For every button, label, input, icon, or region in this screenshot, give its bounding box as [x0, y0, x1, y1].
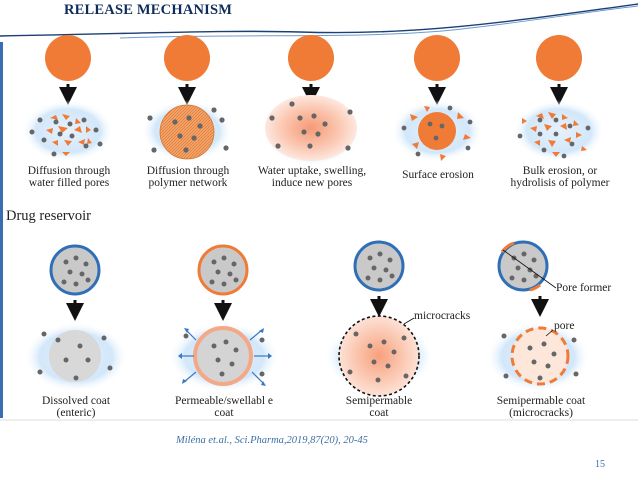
reservoir-result-1: [37, 330, 113, 382]
matrix-result-1: [46, 114, 92, 156]
reservoir-sphere-3: [353, 240, 405, 292]
matrix-result-4: [401, 105, 473, 161]
matrix-top-spheres: [45, 35, 582, 81]
reservoir-result-3: [338, 315, 420, 397]
slide-title: RELEASE MECHANISM: [64, 2, 233, 18]
reservoir-sphere-4: [497, 240, 549, 292]
drug-reservoir-heading: Drug reservoir: [6, 208, 91, 224]
matrix-sphere-2: [164, 35, 210, 81]
reservoir-result-2: [178, 326, 272, 386]
matrix-label-4: Surface erosion: [402, 169, 474, 181]
matrix-arrows: [59, 84, 568, 105]
matrix-sphere-1: [45, 35, 91, 81]
matrix-sphere-4: [414, 35, 460, 81]
page-number: 15: [595, 459, 605, 470]
header-swoosh: [0, 3, 638, 37]
citation: Miléna et.al., Sci.Pharma,2019,87(20), 2…: [176, 435, 368, 446]
microcracks-annotation: microcracks: [414, 310, 471, 322]
reservoir-sphere-2: [197, 244, 249, 296]
pore-former-annotation: Pore former: [556, 282, 612, 294]
reservoir-label-4: Semipermable coat (microcracks): [496, 395, 586, 419]
pore-annotation: pore: [554, 320, 575, 332]
pore-leader: [545, 329, 554, 337]
matrix-label-5: Bulk erosion, or hydrolisis of polymer: [510, 165, 610, 189]
matrix-result-1-drugs: [29, 117, 103, 157]
matrix-label-2: Diffusion through polymer network: [146, 165, 230, 189]
reservoir-glows: [24, 322, 590, 392]
header-swoosh-2: [119, 5, 638, 39]
reservoir-label-2: Permeable/swellabl e coat: [174, 395, 274, 419]
reservoir-label-1: Dissolved coat (enteric): [41, 395, 111, 419]
matrix-sphere-5: [536, 35, 582, 81]
matrix-result-5: [517, 112, 591, 159]
microcracks-leader: [403, 317, 415, 325]
matrix-sphere-3: [288, 35, 334, 81]
matrix-result-2: [147, 104, 229, 160]
reservoir-arrows: [66, 296, 549, 321]
header-decoration: [0, 3, 638, 39]
reservoir-sphere-1: [49, 244, 101, 296]
matrix-label-1: Diffusion through water filled pores: [27, 165, 111, 189]
matrix-label-3: Water uptake, swelling, induce new pores: [257, 165, 367, 189]
reservoir-top-spheres: [49, 240, 549, 296]
left-accent-bar: [0, 42, 3, 418]
reservoir-result-4: [501, 326, 579, 386]
pore-former-leader: [502, 249, 557, 289]
reservoir-label-3: Semipermable coat: [345, 395, 413, 419]
matrix-result-3: [265, 95, 357, 161]
